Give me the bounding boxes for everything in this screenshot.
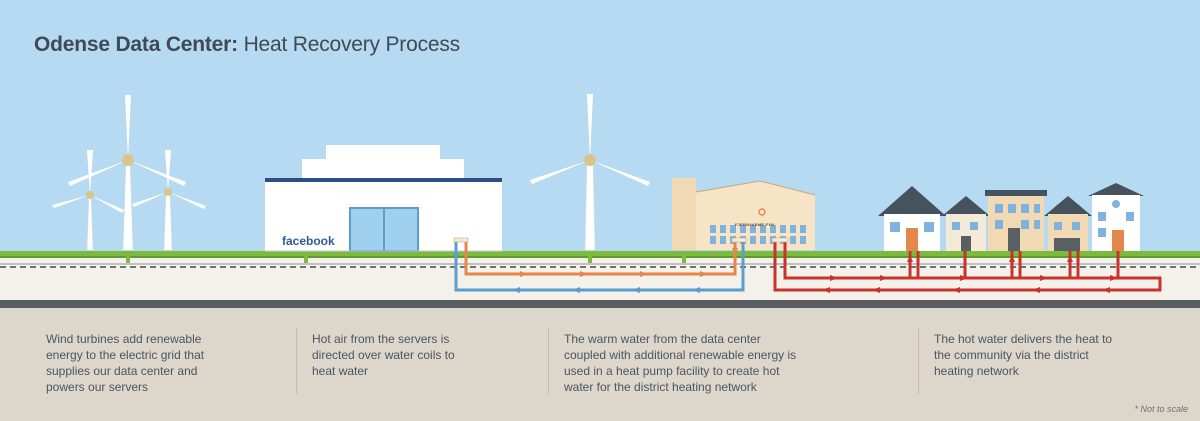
caption-wind: Wind turbines add renewable energy to th… <box>46 332 205 394</box>
wind-turbine-icon <box>52 150 124 251</box>
title-regular: Heat Recovery Process <box>237 33 461 56</box>
plant-sign: FJERNVARME FYN <box>735 222 775 227</box>
plant-logo-icon <box>758 208 766 216</box>
caption-community: The hot water delivers the heat to the c… <box>934 332 1113 378</box>
footer-band <box>0 308 1200 421</box>
wind-turbine-icon <box>68 95 186 251</box>
page-title: Odense Data Center: Heat Recovery Proces… <box>34 33 460 57</box>
wind-turbine-icon <box>530 94 650 251</box>
caption-heat-pump: The warm water from the data center coup… <box>564 332 797 394</box>
district-loop-arrows <box>822 255 1118 293</box>
caption-divider <box>918 328 919 394</box>
house-icon <box>1088 183 1144 251</box>
datacenter-water-loop <box>454 240 745 292</box>
caption-divider <box>548 328 549 394</box>
house-icon <box>878 186 946 251</box>
datacenter-logo: facebook <box>282 234 335 248</box>
ground-bottom-band <box>0 300 1200 308</box>
caption-servers: Hot air from the servers is directed ove… <box>312 332 455 378</box>
scale-note: * Not to scale <box>1134 404 1188 414</box>
house-icon <box>1044 196 1092 251</box>
wind-turbine-icon <box>132 150 206 251</box>
title-bold: Odense Data Center: <box>34 33 238 56</box>
grass-strip <box>0 251 1200 257</box>
house-icon <box>942 196 990 251</box>
house-icon <box>985 190 1047 251</box>
heat-pump-plant <box>672 178 816 250</box>
datacenter-building <box>265 145 502 252</box>
caption-divider <box>296 328 297 394</box>
loop-arrows <box>453 248 738 293</box>
